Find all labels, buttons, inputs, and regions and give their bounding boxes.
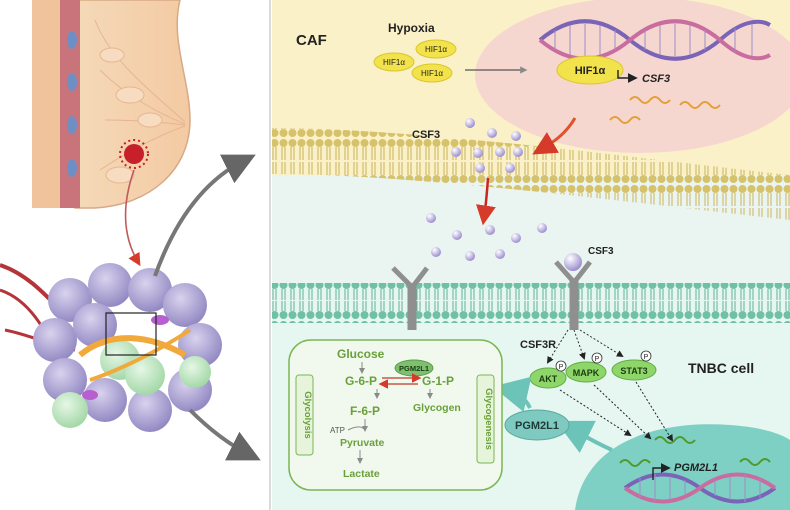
metabolic-pathway: Glucose G-6-P PGM2L1 G-1-P Glycogen F-6-… (330, 347, 461, 480)
transcription-arrow-bottom (652, 463, 671, 480)
phospho-icon (640, 350, 652, 362)
hif1a-nucleus-label: HIF1α (575, 65, 606, 77)
csf3r-label: CSF3R (520, 339, 556, 351)
phospho-icon (555, 360, 567, 372)
svg-text:P: P (559, 364, 564, 371)
zoom-arrow-upper (153, 154, 256, 277)
dna-helix-bottom (623, 472, 777, 504)
zoom-arrow-red (124, 169, 141, 267)
svg-text:ATP: ATP (330, 426, 345, 435)
svg-text:G-1-P: G-1-P (422, 374, 454, 388)
right-panel: HIF1α CSF3 CAF Hypoxia HIF1α HIF1α HIF1α… (272, 0, 790, 510)
zoom-arrow-lower (188, 408, 261, 461)
sig-arrow-mapk (573, 329, 586, 360)
metabolism-box (288, 339, 503, 491)
tumor-icon (119, 139, 149, 169)
stat3-node: STAT3 P (611, 350, 657, 381)
akt-node: AKT P (529, 360, 567, 389)
svg-text:STAT3: STAT3 (620, 366, 647, 376)
tnbc-label: TNBC cell (688, 360, 754, 376)
mrna-top-2 (679, 101, 721, 109)
svg-text:Lactate: Lactate (343, 468, 380, 480)
kinase-to-nucleus-1 (559, 389, 632, 437)
csf3-particles (426, 118, 547, 261)
csf3r-receptor-2 (554, 260, 592, 330)
breast-illustration (32, 0, 191, 209)
svg-text:HIF1α: HIF1α (421, 69, 443, 78)
svg-text:AKT: AKT (539, 374, 558, 384)
pgm2l1-gene-label: PGM2L1 (674, 462, 718, 474)
svg-text:Glycogen: Glycogen (413, 402, 461, 414)
mrna-top-1 (629, 96, 671, 104)
teal-curve-arrow-2 (492, 376, 532, 412)
caf-membrane (272, 128, 790, 220)
mapk-node: MAPK P (565, 352, 607, 383)
kinase-to-nucleus-3 (635, 381, 674, 442)
svg-text:MAPK: MAPK (573, 368, 600, 378)
mrna-bottom (619, 436, 771, 467)
left-panel (0, 0, 261, 461)
glycolysis-box (295, 374, 314, 456)
transcription-arrow-top (617, 70, 638, 83)
svg-text:P: P (644, 354, 649, 361)
svg-text:F-6-P: F-6-P (350, 404, 380, 418)
hif1a-nucleus-oval (556, 55, 624, 85)
tumor-microenvironment (0, 263, 222, 432)
pgm2l1-protein-oval (504, 409, 570, 441)
glycogenesis-label: Glycogenesis (483, 388, 494, 450)
secretion-arrow-2 (476, 177, 496, 226)
sig-arrow-stat3 (579, 329, 624, 358)
glycogenesis-box (476, 374, 495, 464)
csf3-bound-ball (564, 253, 582, 271)
svg-text:P: P (595, 356, 600, 363)
svg-text:HIF1α: HIF1α (425, 45, 447, 54)
svg-text:HIF1α: HIF1α (383, 58, 405, 67)
secretion-arrow-1 (532, 117, 577, 155)
pgm2l1-protein-label: PGM2L1 (515, 420, 559, 432)
hif1a-cytoplasm-group: HIF1α HIF1α HIF1α (373, 39, 457, 83)
csf3-gene-label: CSF3 (642, 73, 670, 85)
pgm2l1-enzyme-label: PGM2L1 (399, 364, 429, 373)
teal-curve-arrow-1 (555, 420, 613, 454)
svg-text:G-6-P: G-6-P (345, 374, 377, 388)
phospho-icon (591, 352, 603, 364)
glycolysis-label: Glycolysis (302, 391, 313, 439)
csf3r-receptor-1 (391, 266, 429, 330)
hypoxia-label: Hypoxia (388, 21, 435, 35)
mrna-top-3 (609, 116, 641, 124)
tnbc-membrane (272, 283, 790, 323)
csf3-bound-label: CSF3 (588, 246, 614, 257)
kinase-to-nucleus-2 (593, 384, 652, 440)
caf-label: CAF (296, 32, 327, 49)
csf3-secreted-label: CSF3 (412, 129, 440, 141)
zoom-box (105, 312, 157, 356)
svg-text:Pyruvate: Pyruvate (340, 437, 385, 449)
svg-text:Glucose: Glucose (337, 347, 385, 361)
